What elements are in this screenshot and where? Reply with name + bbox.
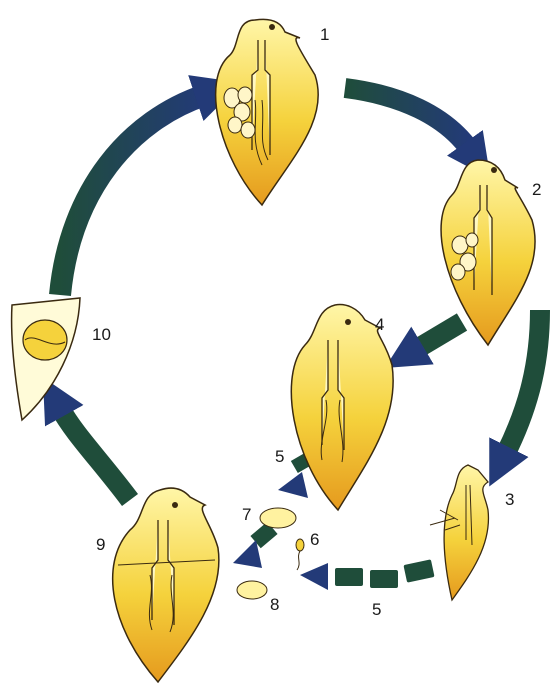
label-9: 9 [96, 535, 105, 554]
arrow-9-to-10 [60, 408, 130, 500]
arrow-7-to-9 [233, 522, 278, 568]
stage-1-cell [216, 19, 319, 205]
stage-7-gamete [260, 508, 296, 528]
label-8: 8 [270, 595, 279, 614]
arrow-2-to-4 [415, 322, 462, 350]
label-7: 7 [242, 505, 251, 524]
stage-6-gamete [296, 539, 304, 570]
stage-3-cell [430, 465, 488, 600]
stage-4-cell [291, 305, 393, 510]
label-5-upper: 5 [275, 447, 284, 466]
arrow-1-to-2 [345, 88, 470, 150]
stage-8-gamete [237, 581, 267, 599]
label-1: 1 [320, 25, 329, 44]
stage-10-cyst [12, 298, 80, 420]
stage-9-cell [113, 488, 219, 682]
label-4: 4 [375, 315, 384, 334]
label-6: 6 [310, 530, 319, 549]
arrow-2-to-3 [505, 310, 540, 455]
dashed-arrow-5-lower [300, 559, 435, 590]
arrow-10-to-1 [60, 95, 205, 295]
label-10: 10 [92, 325, 111, 344]
label-5-lower: 5 [372, 600, 381, 619]
label-3: 3 [505, 490, 514, 509]
label-2: 2 [532, 180, 541, 199]
